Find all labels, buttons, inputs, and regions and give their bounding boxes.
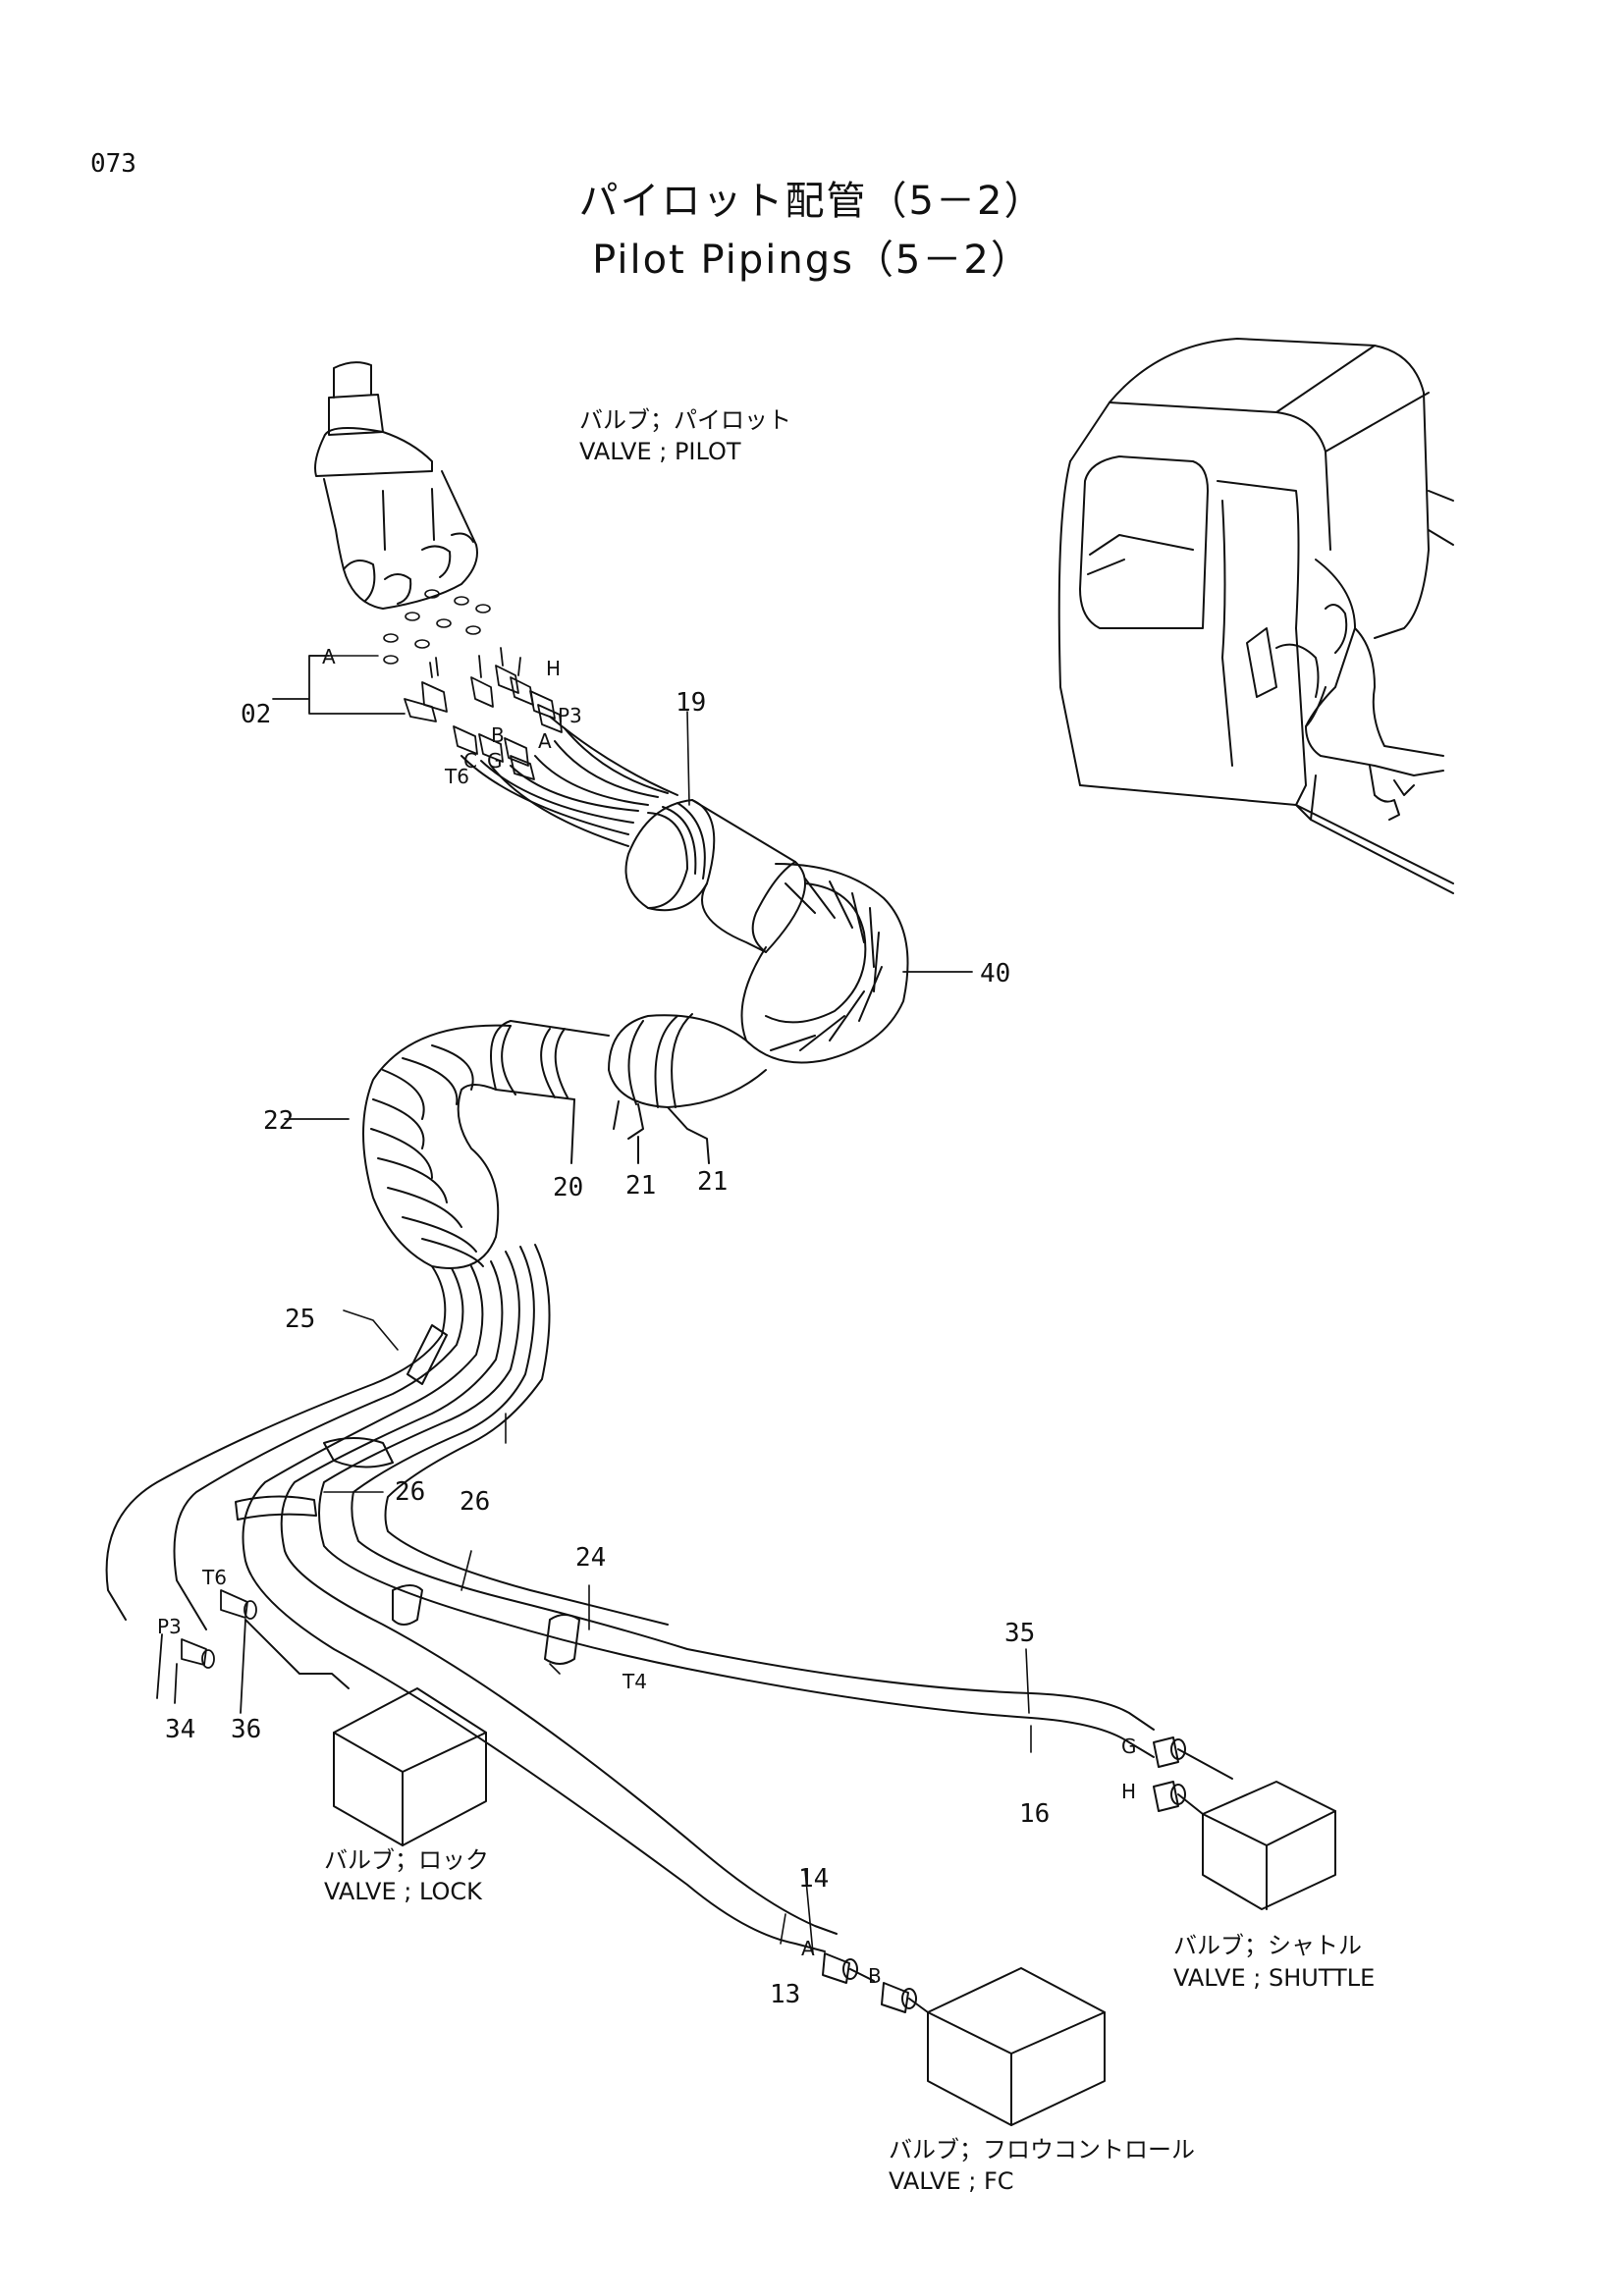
lock-valve-label-en: VALVE ; LOCK: [324, 1878, 483, 1905]
shuttle-valve-label-en: VALVE ; SHUTTLE: [1173, 1964, 1375, 1992]
part-19: 19: [676, 688, 706, 718]
lock-valve-drawing: [244, 1619, 487, 1846]
pilot-valve-label-jp: バルブ；パイロット: [579, 406, 791, 434]
part-21-a: 21: [625, 1171, 656, 1201]
part-34: 34: [165, 1715, 195, 1744]
port-B-fc: B: [868, 1964, 882, 1988]
port-T6-low: T6: [201, 1566, 227, 1589]
part-14: 14: [798, 1864, 829, 1894]
lock-valve-label-jp: バルブ；ロック: [324, 1846, 489, 1874]
part-25: 25: [285, 1305, 315, 1334]
port-A-mid: A: [538, 729, 552, 753]
port-G-right: G: [1121, 1735, 1137, 1758]
part-26-b: 26: [460, 1487, 490, 1517]
title-english: Pilot Pipings（5－2）: [592, 238, 1032, 283]
port-H-top: H: [546, 657, 561, 680]
hoses-lower-bundle: [105, 1244, 1155, 1952]
protective-sleeve-19: [624, 799, 806, 953]
port-T4: T4: [622, 1670, 647, 1693]
part-26-a: 26: [395, 1477, 425, 1507]
port-labels: A H P3 B A C G T6 T6 P3 T4 G H A B: [157, 645, 1137, 1988]
fc-valve-drawing: [822, 1952, 1106, 2126]
part-36: 36: [231, 1715, 261, 1744]
part-21-b: 21: [697, 1167, 728, 1197]
port-A-top: A: [322, 645, 336, 668]
lower-sleeve-and-clamps: [490, 1013, 767, 1164]
page-number: 073: [90, 149, 136, 179]
corrugated-sleeve-40: [740, 863, 973, 1064]
part-40: 40: [980, 959, 1010, 988]
fittings-cluster: [404, 647, 563, 780]
fittings-lock-valve: [156, 1589, 257, 1714]
port-T6-top: T6: [444, 765, 469, 788]
fc-valve-label-jp: バルブ；フロウコントロール: [889, 2136, 1195, 2163]
port-H-right: H: [1121, 1780, 1136, 1803]
o-rings: [383, 589, 491, 665]
pilot-valve-drawing: [314, 361, 478, 610]
part-number-labels: 02 19 40 22 20 21 21 25 26 26 24 35 16 3…: [165, 688, 1050, 2009]
machine-cab-drawing: [1057, 338, 1454, 894]
shuttle-valve-drawing: [1153, 1736, 1336, 1910]
part-22: 22: [263, 1106, 294, 1136]
part-24: 24: [575, 1543, 606, 1573]
component-labels: バルブ；パイロット VALVE ; PILOT バルブ；ロック VALVE ; …: [324, 406, 1375, 2195]
port-B-top: B: [491, 723, 505, 747]
pilot-valve-label-en: VALVE ; PILOT: [579, 438, 741, 465]
shuttle-valve-label-jp: バルブ；シャトル: [1173, 1932, 1362, 1959]
coiled-sleeve-22: [284, 1024, 512, 1269]
port-A-fc: A: [801, 1937, 815, 1960]
port-P3-top: P3: [558, 704, 582, 727]
hose-bundle-upper: [460, 716, 678, 847]
leader-lines: [323, 711, 1032, 1954]
port-G-top: G: [487, 749, 503, 773]
part-20: 20: [553, 1173, 583, 1202]
part-35: 35: [1004, 1619, 1035, 1648]
fc-valve-label-en: VALVE ; FC: [889, 2167, 1014, 2195]
port-C-top: C: [463, 749, 477, 773]
part-13: 13: [770, 1980, 800, 2009]
part-02: 02: [241, 700, 271, 729]
title-japanese: パイロット配管（5－2）: [578, 179, 1046, 224]
part-16: 16: [1019, 1799, 1050, 1829]
port-P3-low: P3: [157, 1615, 182, 1638]
